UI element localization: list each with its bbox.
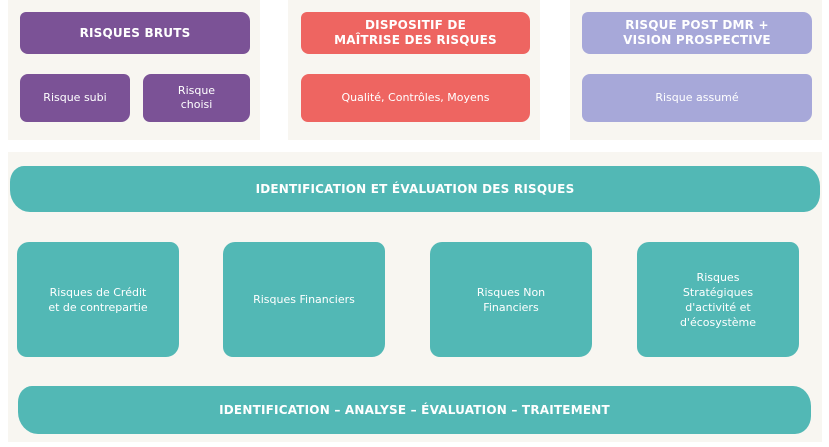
risques-strategiques-tile: Risques Stratégiques d'activité et d'éco… <box>637 242 799 357</box>
risques-bruts-header: RISQUES BRUTS <box>20 12 250 54</box>
risques-financiers-tile: Risques Financiers <box>223 242 385 357</box>
risque-assume-box: Risque assumé <box>582 74 812 122</box>
dispositif-maitrise-header: DISPOSITIF DE MAÎTRISE DES RISQUES <box>301 12 530 54</box>
risque-subi-box: Risque subi <box>20 74 130 122</box>
risques-credit-tile: Risques de Crédit et de contrepartie <box>17 242 179 357</box>
risque-choisi-box: Risque choisi <box>143 74 250 122</box>
identification-evaluation-band: IDENTIFICATION ET ÉVALUATION DES RISQUES <box>10 166 820 212</box>
risques-non-financiers-tile: Risques Non Financiers <box>430 242 592 357</box>
qualite-controles-moyens-box: Qualité, Contrôles, Moyens <box>301 74 530 122</box>
process-band: IDENTIFICATION – ANALYSE – ÉVALUATION – … <box>18 386 811 434</box>
risque-post-dmr-header: RISQUE POST DMR + VISION PROSPECTIVE <box>582 12 812 54</box>
